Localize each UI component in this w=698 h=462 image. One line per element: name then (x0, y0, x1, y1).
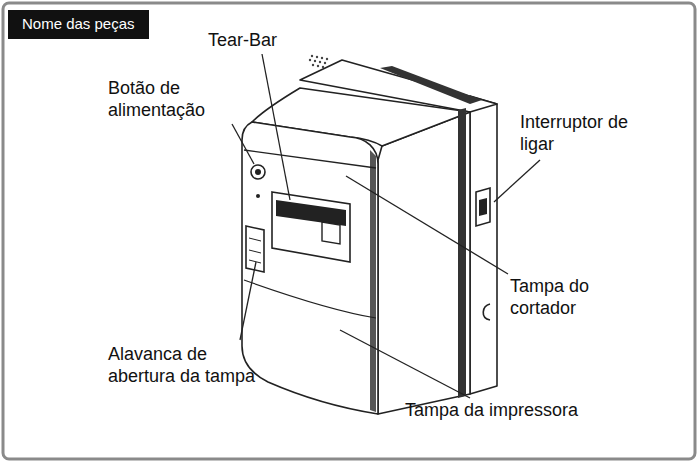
lever-grip (249, 238, 261, 263)
frame (3, 3, 695, 459)
tear-bar-tab (322, 222, 340, 244)
paper-exit (272, 192, 350, 262)
part-label: Interruptor de ligar (520, 112, 632, 155)
power-switch-rocker (479, 198, 487, 216)
feed-button-center (255, 169, 261, 175)
leader-lines (232, 54, 540, 398)
back-side (470, 96, 497, 394)
side-band (458, 108, 466, 398)
part-label: Tampa do cortador (510, 276, 608, 319)
part-label: Tear-Bar (208, 30, 328, 52)
front-face (242, 122, 378, 414)
leader-line (262, 54, 290, 200)
leader-line (494, 160, 540, 202)
cutter-cover-edge (244, 150, 376, 168)
leader-line (240, 262, 256, 340)
tear-bar (276, 200, 346, 226)
front-side (378, 112, 470, 414)
speaker-grille (309, 55, 328, 68)
feed-button (251, 165, 265, 179)
printer-cover-edge (244, 280, 376, 318)
side-slot (483, 304, 490, 320)
printer-body (242, 60, 497, 414)
led (256, 194, 260, 198)
top-band (380, 66, 482, 104)
part-label: Tampa da impressora (405, 400, 625, 422)
leader-line (232, 124, 254, 164)
leader-line (346, 176, 508, 274)
header-title: Nome das peças (8, 10, 149, 39)
part-label: Botão de alimentação (108, 78, 220, 121)
part-label: Alavanca de abertura da tampa (108, 344, 270, 387)
power-switch (476, 188, 490, 226)
front-band (370, 150, 376, 412)
leader-line (340, 330, 470, 398)
